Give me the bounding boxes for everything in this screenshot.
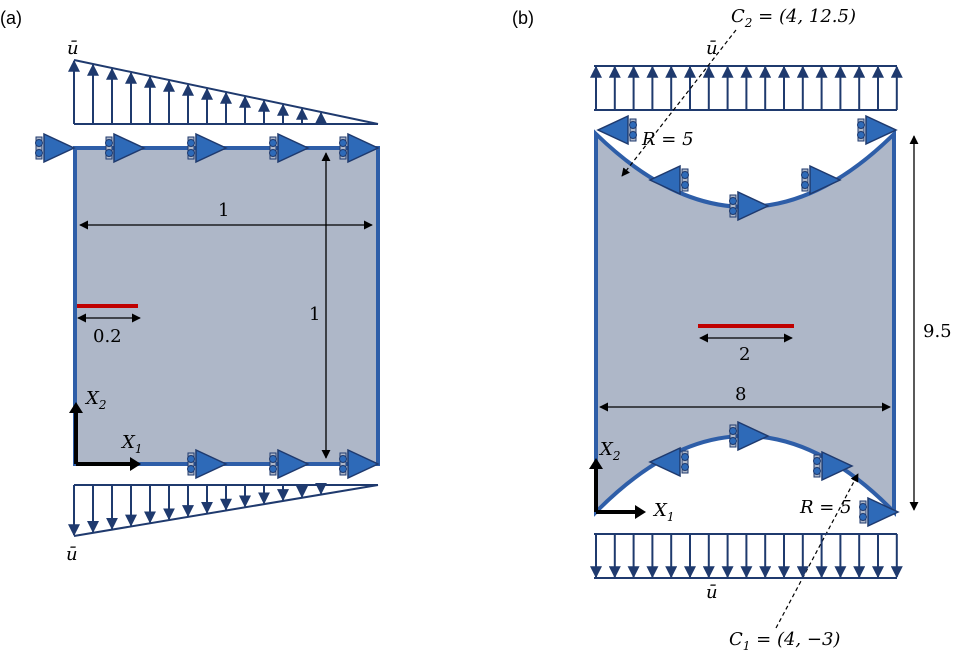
panel-a-crack-label: 0.2: [93, 326, 122, 347]
roller-support: [35, 132, 76, 164]
panel-b-axis-x1-label: X1: [652, 500, 674, 524]
panel-a-load-label-top: ū: [67, 38, 79, 59]
roller-support: [339, 132, 380, 164]
panel-a-bottom-load: ū: [66, 482, 379, 565]
roller-support: [339, 448, 380, 480]
panel-a-axes: X2 X1: [69, 388, 142, 471]
roller-support: [269, 132, 310, 164]
panel-b-crack-label: 2: [739, 344, 750, 365]
panel-b-load-label-top: ū: [706, 38, 718, 59]
panel-a-top-load: ū: [67, 38, 379, 125]
panel-a-bottom-load-arrows: [68, 482, 327, 537]
roller-support: [857, 114, 898, 146]
roller-support: [105, 132, 146, 164]
roller-support: [859, 496, 900, 528]
roller-support: [187, 132, 228, 164]
panel-b-c1-label: C1 = (4, −3): [729, 629, 840, 653]
panel-b-bottom-load: ū: [590, 533, 903, 603]
panel-b-load-label-bottom: ū: [706, 582, 718, 603]
roller-support: [729, 420, 770, 452]
panel-a-width-label: 1: [218, 200, 229, 221]
panel-a-roller-supports: [35, 132, 380, 480]
panel-a-load-label-bottom: ū: [66, 544, 78, 565]
panel-b-top-load: ū: [590, 38, 903, 111]
panel-a-axis-x1-label: X1: [120, 432, 142, 456]
panel-a-label: (a): [0, 8, 22, 28]
panel-b-specimen: [594, 129, 896, 517]
panel-b-radius-top: R = 5: [641, 129, 694, 150]
panel-b-axis-x2-label: X2: [598, 439, 620, 463]
panel-b-bottom-load-arrows: [590, 534, 903, 579]
panel-b-roller-supports: [596, 114, 900, 528]
roller-support: [801, 164, 842, 196]
panel-b-top-load-arrows: [590, 65, 903, 110]
roller-support: [269, 448, 310, 480]
roller-support: [813, 450, 854, 482]
roller-support: [648, 164, 689, 196]
panel-b-width-label: 8: [735, 384, 746, 405]
panel-b-height-label: 9.5: [923, 321, 952, 342]
panel-b-c2-leader: [621, 29, 737, 177]
panel-b-c1-leader: [775, 473, 859, 629]
panel-a: (a) ū 1 1 0.2 X2 X1: [0, 8, 380, 565]
panel-b-radius-bottom: R = 5: [799, 497, 852, 518]
panel-a-top-load-arrows: [68, 59, 327, 124]
panel-b-axes: X2 X1: [589, 439, 674, 524]
panel-a-height-label: 1: [309, 304, 320, 325]
panel-b-label: (b): [512, 8, 534, 28]
roller-support: [648, 446, 689, 478]
roller-support: [187, 448, 228, 480]
panel-a-axis-x2-label: X2: [84, 388, 106, 412]
roller-support: [596, 114, 637, 146]
panel-b: (b) ū 2 8 9.5 R = 5 R = 5 C2 = (4, 12.5)…: [512, 6, 952, 653]
panel-b-c2-label: C2 = (4, 12.5): [731, 6, 856, 30]
roller-support: [729, 190, 770, 222]
